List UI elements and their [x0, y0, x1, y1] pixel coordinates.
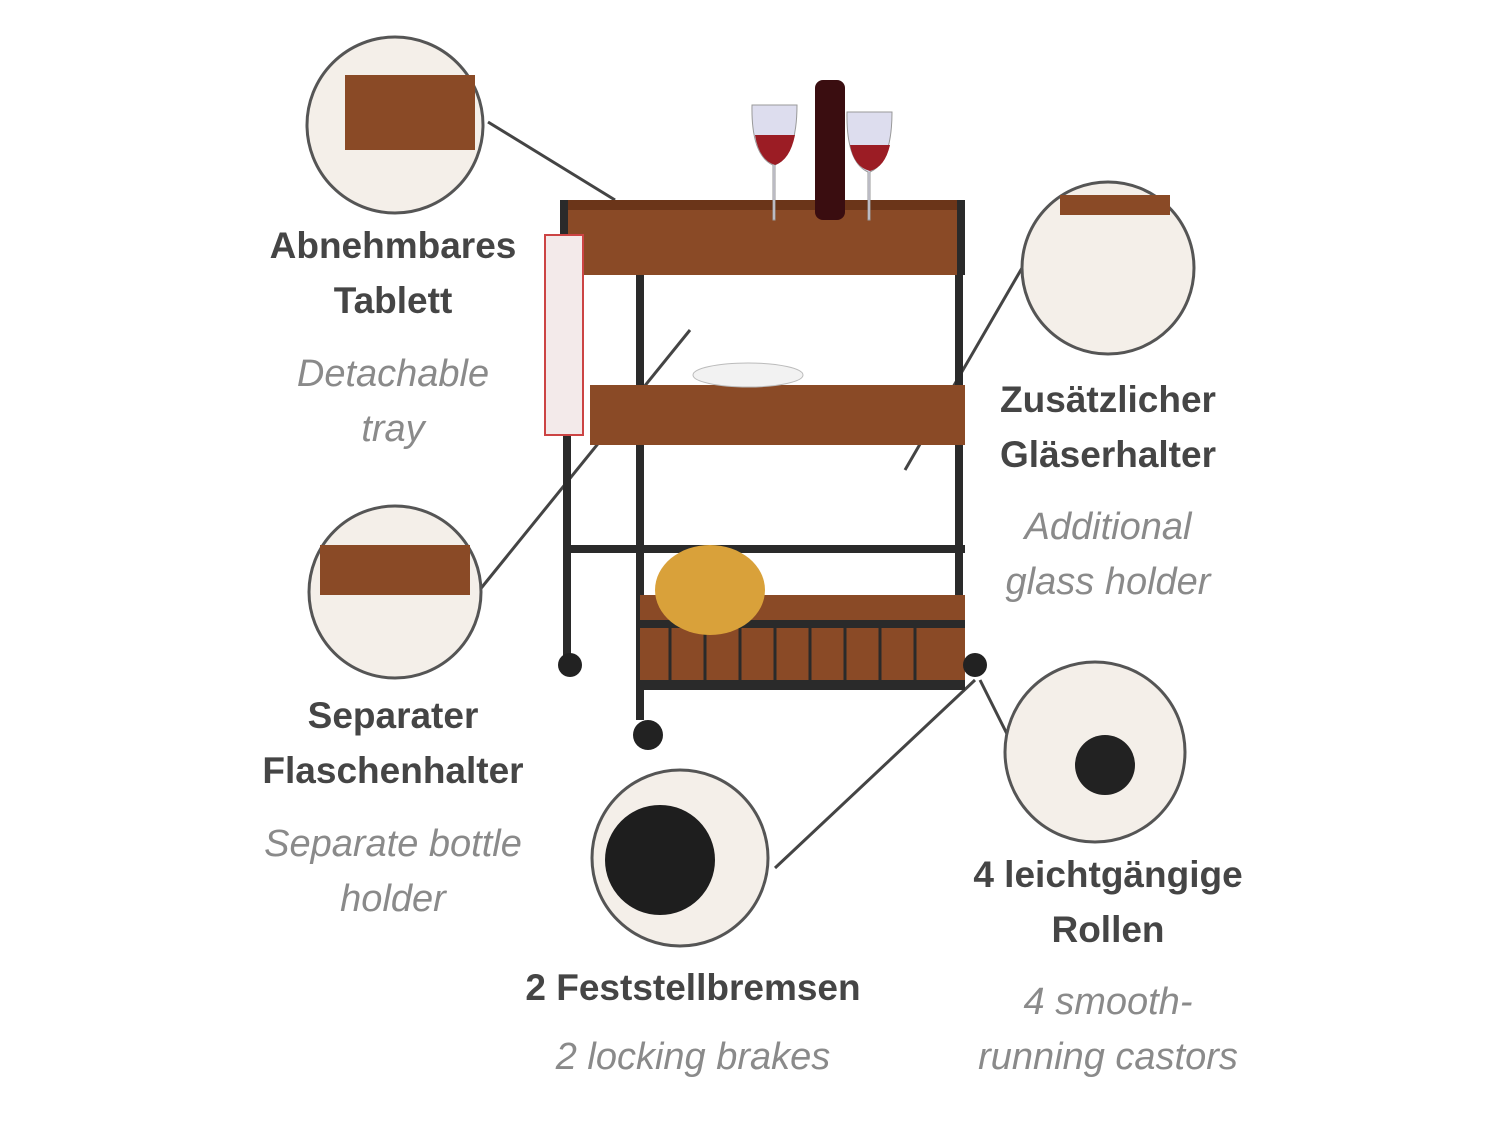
castor-detail — [1075, 735, 1135, 795]
glass-title-de-line1: Zusätzlicher — [1000, 379, 1216, 420]
brakes-title-en-line1: 2 locking brakes — [555, 1036, 831, 1078]
bottle-title-de-line2: Flaschenhalter — [262, 750, 524, 791]
leg — [563, 275, 571, 665]
tray — [560, 200, 965, 275]
castors-title-en-line1: 4 smooth- — [1023, 981, 1193, 1023]
castors-title-en: 4 smooth- running castors — [978, 975, 1238, 1085]
tray-title-de-line1: Abnehmbares — [269, 225, 517, 266]
tray-detail — [345, 75, 475, 150]
castor — [558, 653, 582, 677]
leg — [955, 275, 963, 665]
castor — [963, 653, 987, 677]
tray-title-en-line2: tray — [361, 408, 425, 450]
fruit — [655, 545, 765, 635]
bottle-title-en: Separate bottle holder — [264, 817, 522, 927]
tray-title-de-line2: Tablett — [333, 280, 453, 321]
wine-bottle — [815, 80, 845, 220]
brake-detail — [605, 805, 715, 915]
glass-title-en: Additional glass holder — [1006, 500, 1211, 610]
bottle-title-de: Separater Flaschenhalter — [262, 688, 523, 798]
leader-line-bottle — [476, 329, 692, 593]
detail-circle-glass — [1020, 180, 1196, 356]
tray-title-en-line1: Detachable — [296, 353, 490, 395]
castor — [633, 720, 663, 750]
glass-title-en-line2: glass holder — [1005, 561, 1211, 603]
bottle-title-de-line1: Separater — [307, 695, 479, 736]
leader-lines — [476, 120, 1024, 870]
brakes-title-de-line1: 2 Feststellbremsen — [525, 967, 861, 1008]
castors-title-en-line2: running castors — [978, 1036, 1238, 1078]
bottle-detail — [320, 545, 470, 595]
bar-cart — [544, 80, 987, 750]
middle-shelf — [590, 385, 965, 445]
brakes-title-en: 2 locking brakes — [556, 1030, 831, 1085]
plates — [692, 362, 804, 388]
castors-title-de-line2: Rollen — [1051, 909, 1165, 950]
glass-detail — [1060, 195, 1170, 215]
tray-title-en: Detachable tray — [297, 347, 489, 457]
bottle-title-en-line1: Separate bottle — [264, 823, 522, 865]
glass-title-de-line2: Gläserhalter — [1000, 434, 1216, 475]
brakes-title-de: 2 Feststellbremsen — [525, 960, 860, 1015]
leg — [636, 275, 644, 720]
towel — [544, 234, 584, 436]
tray-title-de: Abnehmbares Tablett — [270, 218, 517, 328]
castors-title-de: 4 leichtgängige Rollen — [973, 847, 1242, 957]
glass-title-de: Zusätzlicher Gläserhalter — [1000, 372, 1216, 482]
glass-title-en-line1: Additional — [1024, 506, 1192, 548]
leader-line-brake — [773, 678, 977, 870]
castors-title-de-line1: 4 leichtgängige — [973, 854, 1243, 895]
bottle-title-en-line2: holder — [340, 878, 446, 920]
leader-line-tray — [487, 120, 616, 202]
